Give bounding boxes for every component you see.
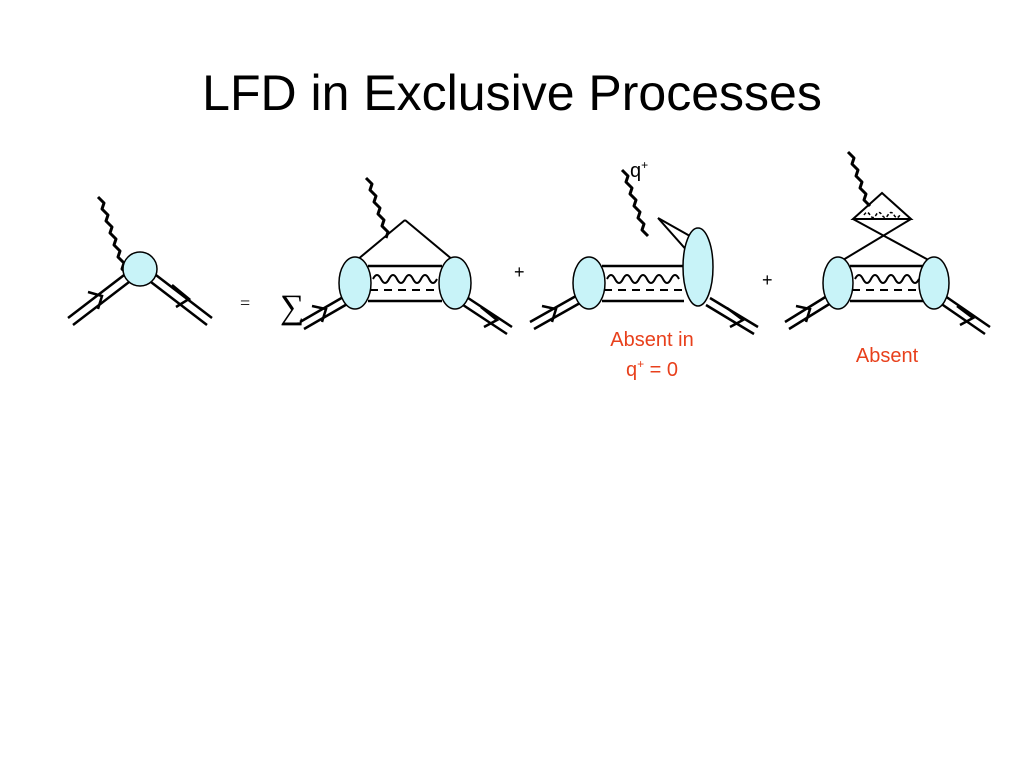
spectator-lines [850, 264, 924, 303]
incoming-hadron-line [784, 294, 832, 331]
spectator-lines [602, 264, 684, 303]
incoming-hadron-line [299, 294, 350, 331]
initial-state-blob [338, 256, 372, 310]
crossed-quark-lines [837, 218, 935, 264]
quark-loop-triangle [850, 191, 914, 220]
outgoing-hadron-line [939, 294, 991, 336]
diagram-vertex [67, 195, 213, 326]
photon-line [620, 168, 650, 238]
photon-momentum-label: q+ [630, 158, 648, 182]
initial-state-blob [822, 256, 854, 310]
annotation-absent-in-line2: q+ = 0 [626, 357, 678, 381]
incoming-hadron-line [529, 294, 581, 331]
annotation-absent: Absent [856, 345, 919, 367]
diagram-triangle [299, 176, 513, 336]
photon-line [846, 150, 872, 208]
outgoing-hadron-line [705, 296, 759, 336]
equals-sign: = [240, 293, 250, 313]
vertex-blob [122, 251, 158, 287]
outgoing-hadron-line [459, 294, 513, 336]
annotation-absent-in-line1: Absent in [610, 329, 693, 351]
photon-line [96, 195, 130, 277]
photon-line [364, 176, 390, 239]
diagram-crossed [784, 150, 991, 336]
final-state-blob [438, 256, 472, 310]
plus-sign: + [762, 270, 773, 290]
quark-triangle [356, 219, 454, 261]
slide-title: LFD in Exclusive Processes [202, 65, 822, 121]
plus-sign: + [514, 262, 525, 282]
sum-symbol: ∑ [280, 289, 304, 326]
initial-state-blob [572, 256, 606, 310]
diagram-photon-on-blob: q+ [529, 158, 759, 336]
final-state-blob-large [682, 227, 714, 307]
outgoing-hadron-line [146, 271, 213, 326]
incoming-hadron-line [67, 271, 134, 326]
spectator-lines [368, 264, 442, 303]
final-state-blob [918, 256, 950, 310]
